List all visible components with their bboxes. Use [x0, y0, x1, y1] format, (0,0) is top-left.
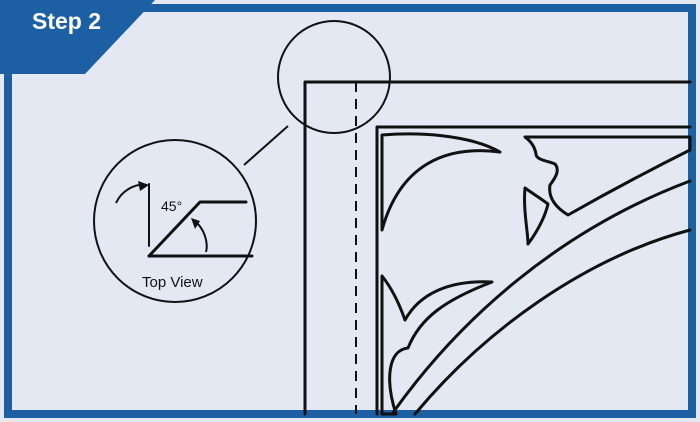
- cutout-small-crescent: [523, 186, 550, 246]
- step-badge-pointer: [48, 41, 87, 70]
- frame-border: [4, 4, 696, 418]
- right-angle-arrow: [196, 222, 208, 253]
- cutout-upper-left: [380, 132, 502, 232]
- view-label: Top View: [142, 274, 203, 291]
- corner-callout-circle: [277, 20, 391, 134]
- arch-outer-curve: [413, 228, 692, 416]
- cutout-upper-right: [523, 135, 692, 217]
- miter-edge: [147, 200, 248, 258]
- cutout-lower-left: [380, 274, 494, 416]
- step-label: Step 2: [32, 8, 101, 34]
- bracket-cutouts: [380, 132, 692, 416]
- arch-inner-curve: [390, 179, 692, 416]
- top-view-detail-circle: [93, 139, 257, 303]
- left-arrowhead-icon: [138, 181, 149, 191]
- miter-detail: [147, 183, 254, 258]
- right-arrowhead-icon: [191, 218, 200, 229]
- outer-frame-line: [303, 80, 692, 416]
- inner-frame-line: [375, 125, 692, 416]
- angle-label: 45°: [161, 198, 182, 214]
- post-and-rail: [303, 80, 692, 416]
- step-badge: [0, 0, 155, 74]
- callout-leader-line: [243, 125, 289, 166]
